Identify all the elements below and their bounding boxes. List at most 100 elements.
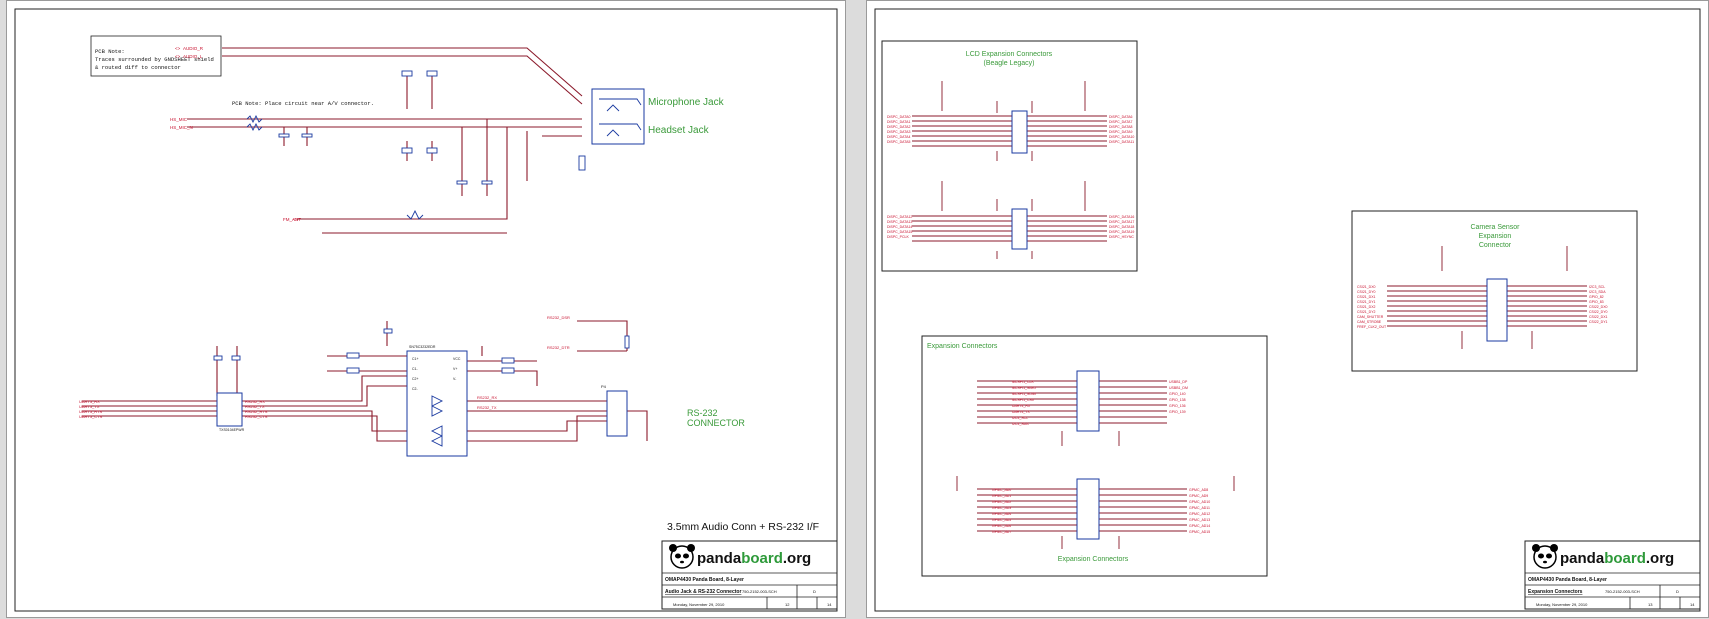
pcb-note-placement: PCB Note: Place circuit near A/V connect… — [232, 100, 374, 107]
svg-text:GPMC_AD3: GPMC_AD3 — [992, 506, 1011, 510]
svg-text:TXS0104EPWR: TXS0104EPWR — [219, 428, 245, 432]
svg-text:DISPC_DATA6: DISPC_DATA6 — [1109, 115, 1132, 119]
right-sheet-count: 14 — [1690, 602, 1695, 607]
svg-text:DISPC_DATA7: DISPC_DATA7 — [1109, 120, 1132, 124]
svg-text:C2+: C2+ — [412, 377, 419, 381]
pcb-note-line-2: Traces surrounded by GNDSHEET shield — [95, 56, 214, 63]
left-sheet-count: 14 — [827, 602, 832, 607]
svg-text:CSI21_DX0: CSI21_DX0 — [1357, 285, 1376, 289]
svg-text:CSI22_DX1: CSI22_DX1 — [1589, 315, 1608, 319]
svg-text:GPMC_AD5: GPMC_AD5 — [992, 518, 1011, 522]
left-date: Monday, November 29, 2010 — [673, 602, 725, 607]
svg-text:<>: <> — [175, 54, 181, 59]
svg-text:GPIO_138: GPIO_138 — [1169, 398, 1186, 402]
net-label-hs-mic: HS_MIC — [170, 117, 188, 122]
rs232-connector-label-line2: CONNECTOR — [687, 418, 745, 428]
svg-text:<>: <> — [293, 217, 299, 222]
pcb-note-line-3: & routed diff to connector — [95, 64, 181, 71]
svg-text:DISPC_DATA13: DISPC_DATA13 — [887, 220, 912, 224]
svg-text:DISPC_DATA17: DISPC_DATA17 — [1109, 220, 1134, 224]
rs232-wires — [82, 320, 648, 442]
svg-text:GPIO_83: GPIO_83 — [1589, 300, 1604, 304]
lcd-expansion-title-line2: (Beagle Legacy) — [984, 60, 1035, 67]
svg-text:DISPC_DATA1: DISPC_DATA1 — [887, 120, 910, 124]
svg-text:I2C4_SCL: I2C4_SCL — [1012, 416, 1028, 420]
right-schematic-drawing: LCD Expansion Connectors (Beagle Legacy)… — [874, 8, 1701, 612]
svg-text:UART3_RTS: UART3_RTS — [79, 409, 103, 414]
svg-text:DISPC_DATA3: DISPC_DATA3 — [887, 130, 910, 134]
svg-text:CSI21_DY1: CSI21_DY1 — [1357, 300, 1376, 304]
audio-jack-connector — [591, 88, 645, 145]
expansion-title-top: Expansion Connectors — [927, 343, 998, 350]
svg-text:RS232_RTS: RS232_RTS — [245, 409, 268, 414]
svg-text:CSI21_DY2: CSI21_DY2 — [1357, 310, 1376, 314]
rs232-capacitors — [213, 328, 630, 374]
svg-text:GPMC_AD13: GPMC_AD13 — [1189, 518, 1210, 522]
svg-text:DISPC_DATA0: DISPC_DATA0 — [887, 115, 910, 119]
net-label-hs-mic-n: HS_MIC_N — [170, 125, 193, 130]
svg-text:I2C4_SDA: I2C4_SDA — [1012, 422, 1029, 426]
svg-text:I2C3_SCL: I2C3_SCL — [1589, 285, 1605, 289]
rs232-connector-label-line1: RS-232 — [687, 408, 718, 418]
svg-text:RS232_RX: RS232_RX — [245, 399, 265, 404]
net-label-fm: FM_ANT — [283, 217, 301, 222]
svg-text:FREF_CLK2_OUT: FREF_CLK2_OUT — [1357, 325, 1387, 329]
svg-text:DISPC_DATA15: DISPC_DATA15 — [887, 230, 912, 234]
audio-passive-components — [246, 70, 586, 220]
microphone-jack-label: Microphone Jack — [648, 97, 725, 108]
svg-text:DISPC_DATA8: DISPC_DATA8 — [1109, 125, 1132, 129]
panda-logo-icon — [669, 544, 695, 569]
right-date: Monday, November 29, 2010 — [1536, 602, 1588, 607]
svg-text:USBB1_DM: USBB1_DM — [1169, 386, 1188, 390]
svg-text:DISPC_DATA4: DISPC_DATA4 — [887, 135, 910, 139]
svg-text:VCC: VCC — [453, 357, 461, 361]
svg-text:USBB1_DP: USBB1_DP — [1169, 380, 1188, 384]
left-sheet-border — [14, 8, 838, 612]
camera-title-line2: Expansion — [1479, 233, 1512, 240]
audio-wires — [187, 47, 583, 234]
expansion-title-bottom: Expansion Connectors — [1058, 556, 1129, 563]
svg-text:GPIO_140: GPIO_140 — [1169, 392, 1186, 396]
svg-text:GPMC_AD2: GPMC_AD2 — [992, 500, 1011, 504]
svg-text:GPMC_AD6: GPMC_AD6 — [992, 524, 1011, 528]
left-schematic-drawing: PCB Note: Traces surrounded by GNDSHEET … — [14, 8, 838, 612]
svg-text:RS232_DSR: RS232_DSR — [547, 315, 570, 320]
rs232-net-labels: UART3_RX UART3_TX UART3_RTS UART3_CTS RS… — [79, 315, 570, 419]
db9-connector: P4 — [601, 384, 628, 437]
svg-text:GPMC_AD8: GPMC_AD8 — [1189, 488, 1208, 492]
svg-text:CSI21_DY0: CSI21_DY0 — [1357, 290, 1376, 294]
svg-text:DISPC_DATA10: DISPC_DATA10 — [1109, 135, 1134, 139]
net-label-audio-l: AUDIO_L — [183, 54, 203, 59]
right-sheet-number: 13 — [1648, 602, 1653, 607]
left-rev: D — [813, 589, 816, 594]
svg-text:I2C3_SDA: I2C3_SDA — [1589, 290, 1606, 294]
left-board-name: OMAP4430 Panda Board, 8-Layer — [665, 577, 744, 583]
svg-text:RS232_TX: RS232_TX — [477, 405, 497, 410]
svg-text:UART4_RX: UART4_RX — [1012, 404, 1031, 408]
svg-text:DISPC_DATA18: DISPC_DATA18 — [1109, 225, 1134, 229]
svg-text:SN75C3232EDR: SN75C3232EDR — [409, 345, 436, 349]
svg-text:V+: V+ — [453, 367, 457, 371]
camera-title-line3: Connector — [1479, 242, 1512, 249]
right-board-name: OMAP4430 Panda Board, 8-Layer — [1528, 577, 1607, 583]
right-logo-wordmark: pandaboard.org — [1560, 550, 1674, 567]
rs232-transceiver-ic: SN75C3232EDR C1+ C1- C2+ C2- VCC V+ V- — [406, 345, 468, 457]
svg-text:<>: <> — [175, 46, 181, 51]
svg-text:RS232_DTR: RS232_DTR — [547, 345, 570, 350]
panda-logo-icon-right — [1532, 544, 1558, 569]
left-title-block: pandaboard.org OMAP4430 Panda Board, 8-L… — [661, 540, 838, 610]
svg-text:CAM_STROBE: CAM_STROBE — [1357, 320, 1382, 324]
svg-text:CSI21_DX2: CSI21_DX2 — [1357, 305, 1376, 309]
svg-text:GPMC_AD7: GPMC_AD7 — [992, 530, 1011, 534]
svg-text:GPIO_139: GPIO_139 — [1169, 410, 1186, 414]
svg-text:V-: V- — [453, 377, 457, 381]
svg-text:GPIO_82: GPIO_82 — [1589, 295, 1604, 299]
svg-text:DISPC_HSYNC: DISPC_HSYNC — [1109, 235, 1134, 239]
svg-text:DISPC_DATA2: DISPC_DATA2 — [887, 125, 910, 129]
svg-text:GPMC_AD4: GPMC_AD4 — [992, 512, 1011, 516]
svg-text:P4: P4 — [601, 384, 607, 389]
svg-text:RS232_CTS: RS232_CTS — [245, 414, 268, 419]
svg-text:MCSPI1_SOMI: MCSPI1_SOMI — [1012, 392, 1036, 396]
left-page-name: Audio Jack & RS-232 Connector — [665, 589, 741, 595]
svg-text:C1+: C1+ — [412, 357, 419, 361]
